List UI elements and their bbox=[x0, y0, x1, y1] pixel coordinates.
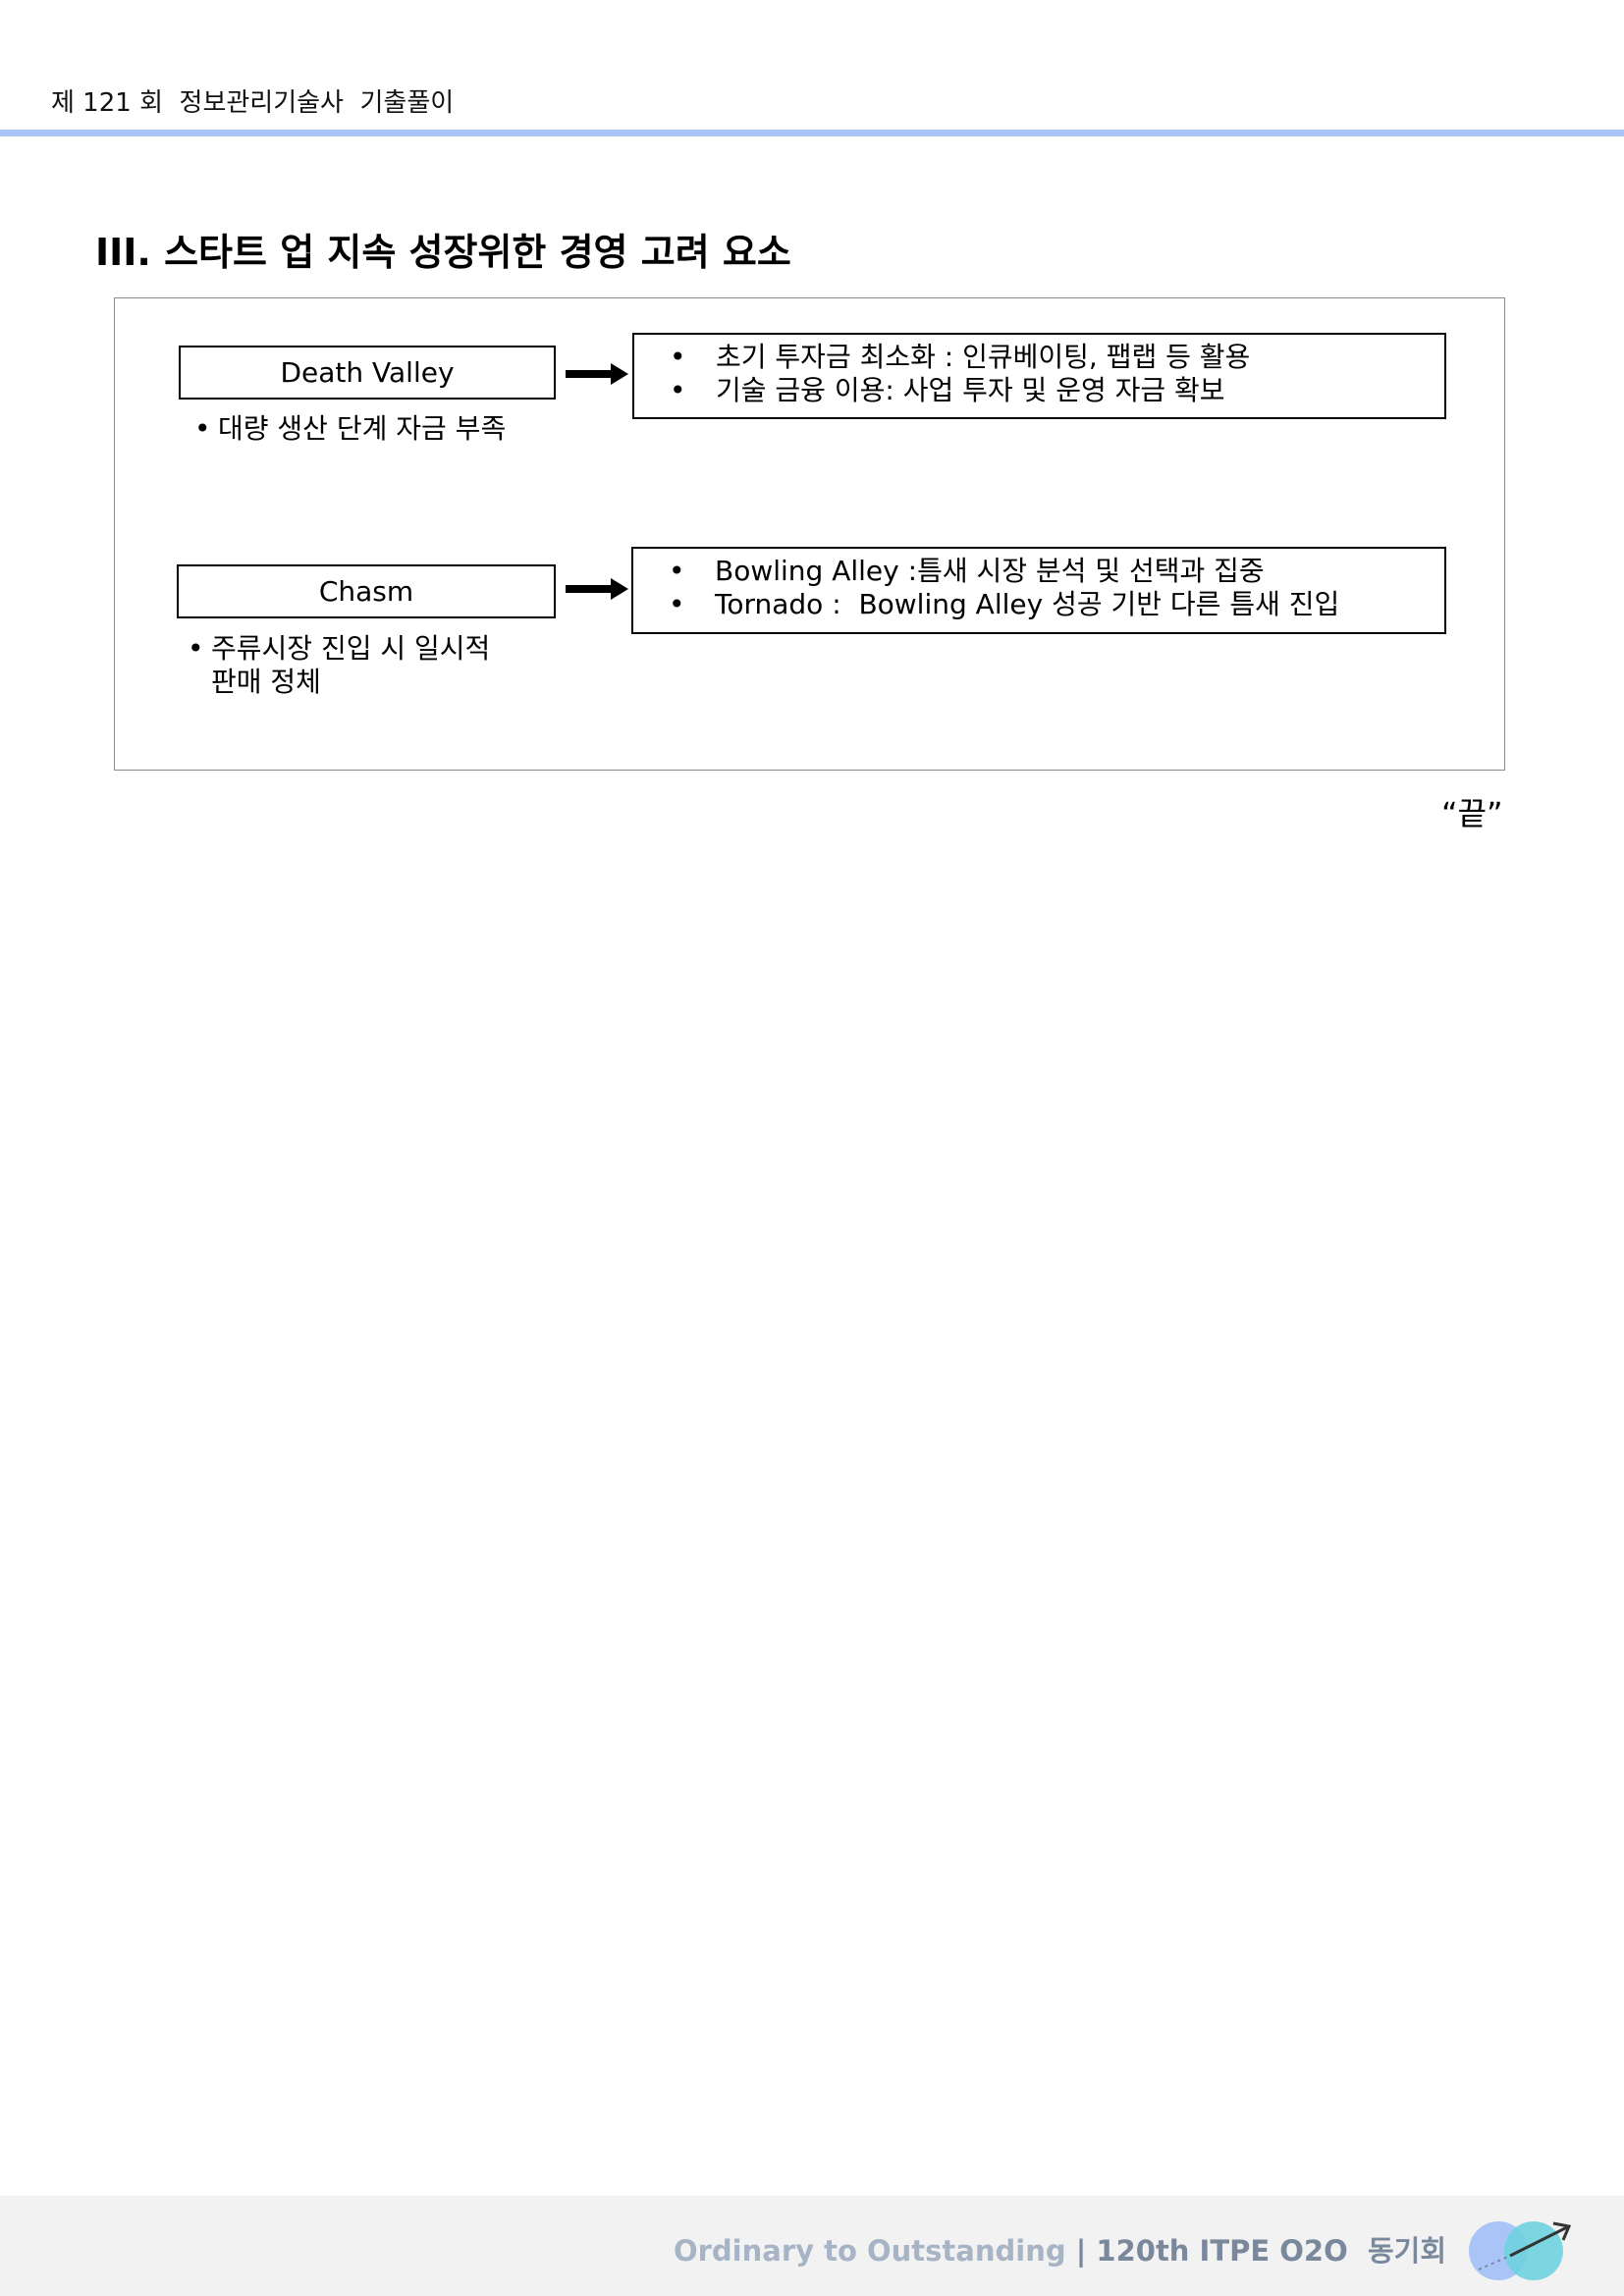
chasm-box: Chasm bbox=[177, 564, 556, 618]
end-mark: “끝” bbox=[1441, 795, 1503, 832]
death-valley-note: •대량 생산 단계 자금 부족 bbox=[194, 412, 506, 446]
chasm-note: •주류시장 진입 시 일시적 판매 정체 bbox=[188, 632, 490, 699]
bullet: • bbox=[194, 412, 211, 445]
bullet: • bbox=[188, 632, 204, 665]
header-title: 제 121 회 정보관리기술사 기출풀이 bbox=[51, 88, 455, 118]
logo-icon bbox=[1469, 2221, 1572, 2280]
diagram-frame bbox=[114, 297, 1505, 771]
bullet: • bbox=[670, 341, 686, 373]
footer-slogan: Ordinary to Outstanding bbox=[673, 2234, 1066, 2268]
death-valley-details: • 초기 투자금 최소화 : 인큐베이팅, 팹랩 등 활용 • 기술 금융 이용: … bbox=[632, 333, 1446, 419]
chasm-label: Chasm bbox=[318, 575, 414, 608]
arrow-right-icon bbox=[566, 578, 628, 600]
death-valley-box: Death Valley bbox=[179, 346, 556, 400]
footer-text: Ordinary to Outstanding | 120th ITPE O2O… bbox=[674, 2228, 1446, 2269]
bullet: • bbox=[670, 374, 686, 406]
footer-separator: | bbox=[1065, 2234, 1097, 2268]
death-valley-note-line: 대량 생산 단계 자금 부족 bbox=[218, 412, 507, 445]
detail-line: Bowling Alley :틈새 시장 분석 및 선택과 집중 bbox=[715, 555, 1265, 587]
page-header: 제 121 회 정보관리기술사 기출풀이 bbox=[0, 0, 1624, 137]
section-title: III. 스타트 업 지속 성장위한 경영 고려 요소 bbox=[95, 231, 791, 274]
chasm-details: • Bowling Alley :틈새 시장 분석 및 선택과 집중 • Torna… bbox=[631, 547, 1446, 634]
footer-org: 120th ITPE O2O 동기회 bbox=[1096, 2234, 1446, 2268]
page-footer: Ordinary to Outstanding | 120th ITPE O2O… bbox=[0, 2196, 1624, 2296]
chasm-note-line: 판매 정체 bbox=[211, 666, 321, 698]
death-valley-label: Death Valley bbox=[280, 356, 455, 389]
arrow-right-icon bbox=[566, 363, 628, 385]
chasm-note-line: 주류시장 진입 시 일시적 bbox=[211, 632, 491, 665]
detail-line: Tornado : Bowling Alley 성공 기반 다른 틈새 진입 bbox=[715, 588, 1340, 620]
detail-line: 기술 금융 이용: 사업 투자 및 운영 자금 확보 bbox=[716, 374, 1225, 406]
bullet: • bbox=[669, 555, 685, 587]
detail-line: 초기 투자금 최소화 : 인큐베이팅, 팹랩 등 활용 bbox=[716, 341, 1251, 373]
header-divider bbox=[0, 130, 1624, 136]
bullet: • bbox=[669, 588, 685, 620]
